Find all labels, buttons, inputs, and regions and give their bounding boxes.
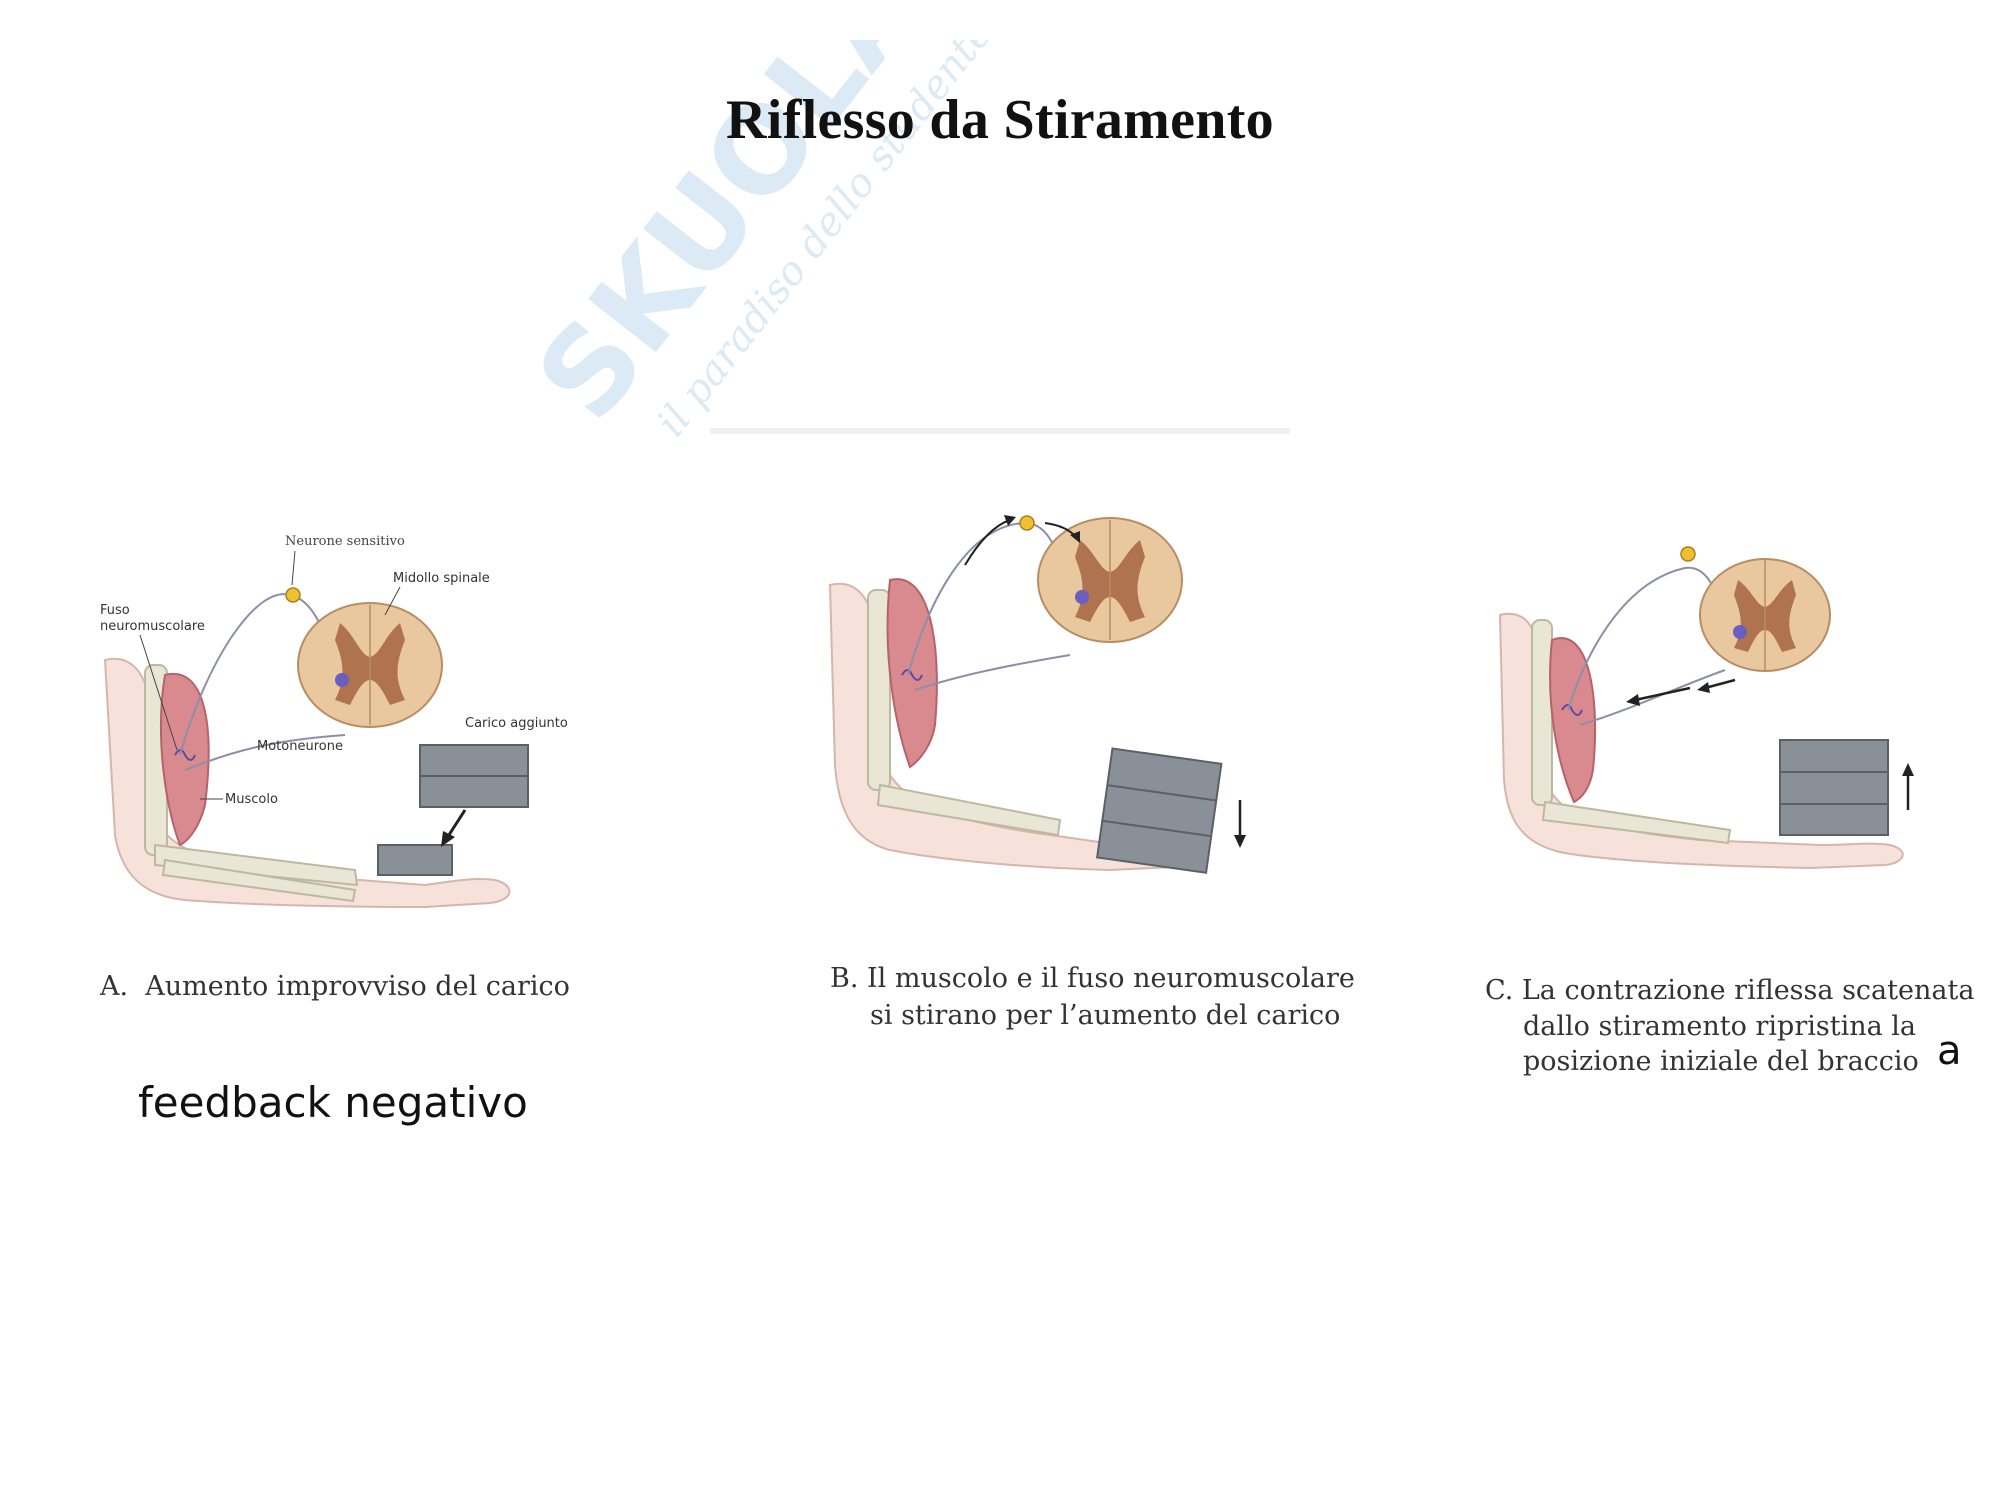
weight-block bbox=[1097, 749, 1221, 873]
label-spindle-2: neuromuscolare bbox=[100, 619, 205, 634]
caption-b-line1: B. Il muscolo e il fuso neuromuscolare bbox=[830, 960, 1355, 997]
label-motor-neuron: Motoneurone bbox=[257, 739, 343, 754]
weight-in-hand bbox=[378, 845, 452, 875]
motor-neuron-cell bbox=[335, 673, 349, 687]
panel-c-illustration bbox=[1490, 540, 1930, 900]
efferent-arrow-head bbox=[1626, 694, 1640, 706]
down-arrow-head bbox=[1234, 835, 1246, 848]
sensory-neuron-body bbox=[1020, 516, 1034, 530]
label-spindle-1: Fuso bbox=[100, 603, 130, 618]
load-arrow bbox=[447, 810, 465, 838]
caption-c-line3: posizione iniziale del braccio bbox=[1523, 1043, 1919, 1080]
leader-sensory bbox=[292, 551, 295, 585]
label-muscle: Muscolo bbox=[225, 792, 278, 807]
sensory-neuron-body bbox=[1681, 547, 1695, 561]
biceps-muscle bbox=[161, 674, 209, 845]
motor-neuron-cell bbox=[1075, 590, 1089, 604]
partial-text-char: a bbox=[1937, 1028, 1962, 1074]
up-arrow-head bbox=[1902, 763, 1914, 776]
caption-c-line1: C. La contrazione riflessa scatenata bbox=[1485, 972, 1974, 1009]
panel-a-illustration: Neurone sensitivo Midollo spinale Fuso n… bbox=[95, 505, 665, 925]
motor-fiber bbox=[1580, 670, 1725, 725]
label-sensory-neuron: Neurone sensitivo bbox=[285, 534, 405, 549]
feedback-note: feedback negativo bbox=[138, 1078, 528, 1127]
panel-b-illustration bbox=[820, 505, 1270, 905]
caption-b-line2: si stirano per l’aumento del carico bbox=[870, 997, 1340, 1034]
efferent-arrow bbox=[1635, 688, 1690, 700]
efferent-arrow-2-head bbox=[1697, 682, 1710, 693]
label-spinal-cord: Midollo spinale bbox=[393, 571, 490, 586]
slide-title: Riflesso da Stiramento bbox=[0, 88, 2000, 152]
sensory-neuron-body bbox=[286, 588, 300, 602]
motor-neuron-cell bbox=[1733, 625, 1747, 639]
humerus-bone bbox=[1532, 620, 1552, 805]
label-added-load: Carico aggiunto bbox=[465, 716, 568, 731]
efferent-arrow-2 bbox=[1705, 680, 1735, 688]
motor-fiber bbox=[915, 655, 1070, 690]
caption-c-line2: dallo stiramento ripristina la bbox=[1523, 1008, 1916, 1045]
caption-a: A. Aumento improvviso del carico bbox=[100, 968, 570, 1005]
weight-block bbox=[1780, 740, 1888, 835]
biceps-muscle bbox=[1550, 638, 1595, 802]
faint-divider bbox=[710, 428, 1290, 434]
